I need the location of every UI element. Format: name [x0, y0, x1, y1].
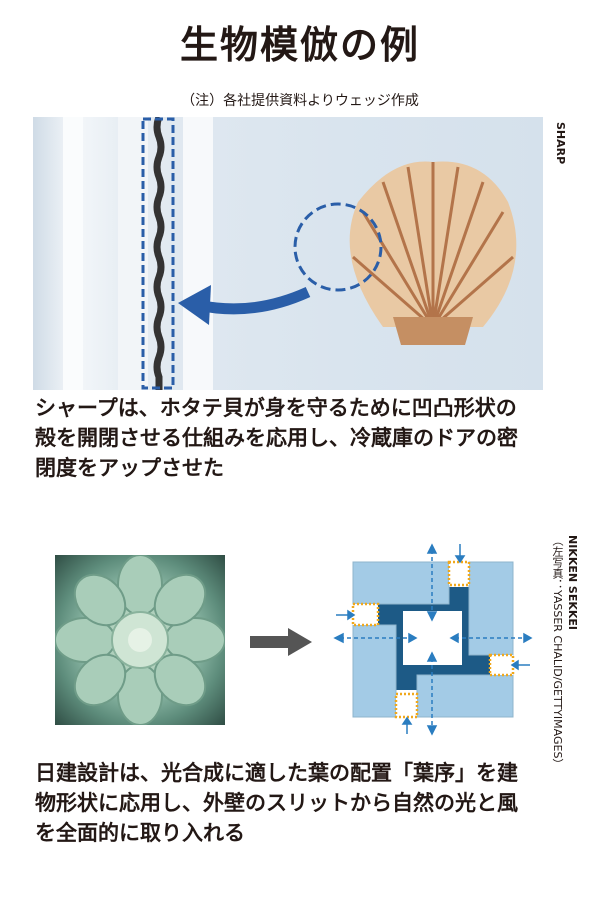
refrigerator-scallop-photo [33, 115, 543, 390]
caption-line: 日建設計は、光合成に適した葉の配置「葉序」を建 [35, 761, 518, 785]
highlight-circle [293, 202, 383, 292]
photo-credit-nikken: NIKKEN SEKKEI [566, 535, 579, 630]
caption-line: シャープは、ホタテ貝が身を守るために凹凸形状の [35, 396, 517, 420]
scallop-shell [349, 161, 517, 345]
succulent-photo [54, 554, 226, 726]
caption-nikken: 日建設計は、光合成に適した葉の配置「葉序」を建 物形状に応用し、外壁のスリットか… [35, 758, 555, 848]
airflow-arrows [333, 543, 533, 736]
succulent-illustration [54, 554, 226, 726]
caption-line: を全面的に取り入れる [35, 821, 245, 845]
caption-sharp: シャープは、ホタテ貝が身を守るために凹凸形状の 殻を開閉させる仕組みを応用し、冷… [35, 393, 575, 483]
caption-line: 物形状に応用し、外壁のスリットから自然の光と風 [35, 791, 518, 815]
caption-line: 殻を開閉させる仕組みを応用し、冷蔵庫のドアの密 [35, 426, 518, 450]
photo-illustration [63, 115, 517, 390]
phyllotaxis-building-diagram [333, 543, 533, 736]
arrow-icon [196, 286, 311, 315]
gray-arrow-icon [250, 628, 312, 656]
highlight-box [141, 117, 175, 390]
door-seal [153, 115, 165, 390]
photo-credit-getty: （左写真：YASSER CHALID/GETTYIMAGES） [551, 535, 564, 770]
caption-line: 閉度をアップさせた [35, 456, 224, 480]
page-title: 生物模倣の例 [179, 23, 420, 67]
source-note: （注）各社提供資料よりウェッジ作成 [181, 93, 419, 109]
photo-credit-sharp: SHARP [554, 122, 567, 165]
